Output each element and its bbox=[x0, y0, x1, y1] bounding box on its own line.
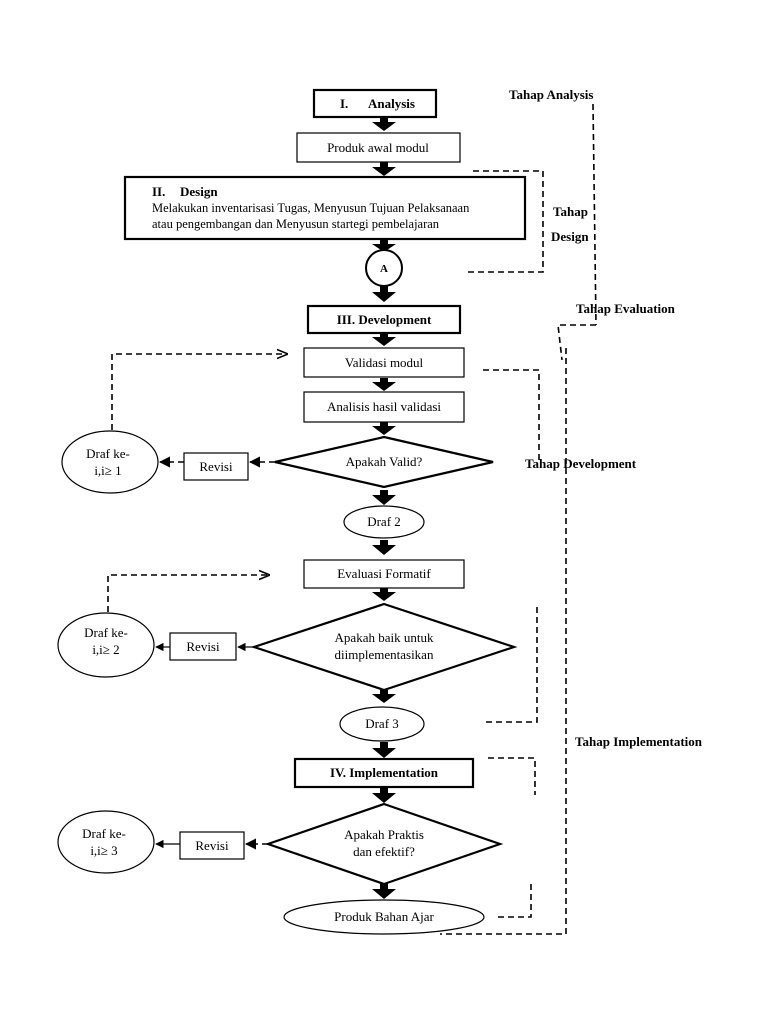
revisi2-box bbox=[169, 632, 237, 661]
down-arrow bbox=[372, 883, 396, 899]
revisi1-box bbox=[183, 452, 249, 481]
draft3-oval bbox=[57, 810, 155, 874]
praktis-question-line2: dan efektif? bbox=[353, 844, 415, 859]
down-arrow bbox=[372, 787, 396, 803]
draft2-line1: Draf ke- bbox=[84, 625, 128, 640]
baik-question-line2: diimplementasikan bbox=[335, 647, 434, 662]
down-arrow bbox=[372, 690, 396, 703]
connector-a-label: A bbox=[380, 263, 388, 275]
down-arrow bbox=[372, 117, 396, 131]
loop2-return bbox=[107, 575, 269, 612]
phase-brackets bbox=[440, 103, 597, 935]
draft1-line2: i,i≥ 1 bbox=[94, 463, 121, 478]
evaluation-outer-line bbox=[440, 348, 567, 935]
praktis-decision bbox=[264, 802, 504, 886]
development-label: III. Development bbox=[337, 312, 432, 327]
produk-awal-box bbox=[296, 132, 461, 163]
praktis-question-line1: Apakah Praktis bbox=[344, 827, 424, 842]
produk-awal-label: Produk awal modul bbox=[327, 140, 429, 155]
analisis-label: Analisis hasil validasi bbox=[327, 399, 441, 414]
implementation-bracket-lower bbox=[498, 884, 532, 918]
down-arrow bbox=[372, 286, 396, 302]
implementation-label: IV. Implementation bbox=[330, 765, 439, 780]
development-bracket bbox=[483, 369, 540, 462]
draf3-label: Draf 3 bbox=[365, 716, 399, 731]
draft3-line1: Draf ke- bbox=[82, 826, 126, 841]
loop1-return bbox=[111, 354, 287, 430]
design-num: II. bbox=[152, 184, 165, 199]
draft3-line2: i,i≥ 3 bbox=[90, 843, 117, 858]
validasi-box bbox=[303, 347, 465, 378]
down-arrow bbox=[372, 333, 396, 346]
down-arrow bbox=[372, 378, 396, 391]
draf2-label: Draf 2 bbox=[367, 514, 401, 529]
development-box bbox=[306, 304, 462, 335]
down-arrow bbox=[372, 490, 396, 505]
revisi1-label: Revisi bbox=[199, 459, 233, 474]
draft2-oval bbox=[57, 612, 155, 678]
development-bracket-lower bbox=[484, 607, 538, 723]
draft1-oval bbox=[61, 430, 159, 494]
design-box bbox=[123, 175, 527, 241]
phase-design-label-2: Design bbox=[551, 229, 589, 244]
implementation-box bbox=[293, 757, 475, 789]
design-bracket bbox=[466, 170, 544, 273]
draf3-oval bbox=[339, 706, 425, 742]
valid-decision bbox=[274, 435, 494, 489]
implementation-bracket bbox=[488, 757, 536, 795]
flow-arrows bbox=[372, 117, 396, 899]
revisi3-label: Revisi bbox=[195, 838, 229, 853]
produk-bahan-label: Produk Bahan Ajar bbox=[334, 909, 434, 924]
design-title: Design bbox=[180, 184, 218, 199]
validasi-label: Validasi modul bbox=[345, 355, 424, 370]
down-arrow bbox=[372, 240, 396, 252]
revisi3-box bbox=[179, 831, 245, 860]
analisis-box bbox=[303, 391, 465, 423]
design-line2: atau pengembangan dan Menyusun startegi … bbox=[152, 217, 440, 231]
design-line1: Melakukan inventarisasi Tugas, Menyusun … bbox=[152, 201, 470, 215]
revisi2-label: Revisi bbox=[186, 639, 220, 654]
draft2-line2: i,i≥ 2 bbox=[92, 642, 119, 657]
phase-implementation-label: Tahap Implementation bbox=[575, 734, 703, 749]
evaluation-bracket bbox=[557, 324, 596, 361]
evaluasi-box bbox=[303, 559, 465, 589]
down-arrow bbox=[372, 742, 396, 758]
down-arrow bbox=[372, 162, 396, 176]
phase-analysis-label: Tahap Analysis bbox=[509, 87, 593, 102]
baik-decision bbox=[250, 602, 518, 692]
analysis-box bbox=[312, 88, 438, 119]
phase-design-label-1: Tahap bbox=[553, 204, 588, 219]
produk-bahan-oval bbox=[283, 899, 485, 935]
analysis-title: Analysis bbox=[368, 96, 415, 111]
draft1-line1: Draf ke- bbox=[86, 446, 130, 461]
baik-question-line1: Apakah baik untuk bbox=[335, 630, 434, 645]
down-arrow bbox=[372, 422, 396, 435]
analysis-num: I. bbox=[340, 96, 348, 111]
down-arrow bbox=[372, 588, 396, 601]
down-arrow bbox=[372, 540, 396, 555]
draf2-oval bbox=[343, 505, 425, 539]
phase-evaluation-label: Tahap Evaluation bbox=[576, 301, 676, 316]
phase-development-label: Tahap Development bbox=[525, 456, 637, 471]
evaluasi-label: Evaluasi Formatif bbox=[337, 566, 431, 581]
analysis-bracket bbox=[592, 103, 597, 326]
connector-a bbox=[365, 249, 403, 287]
valid-question: Apakah Valid? bbox=[346, 454, 423, 469]
